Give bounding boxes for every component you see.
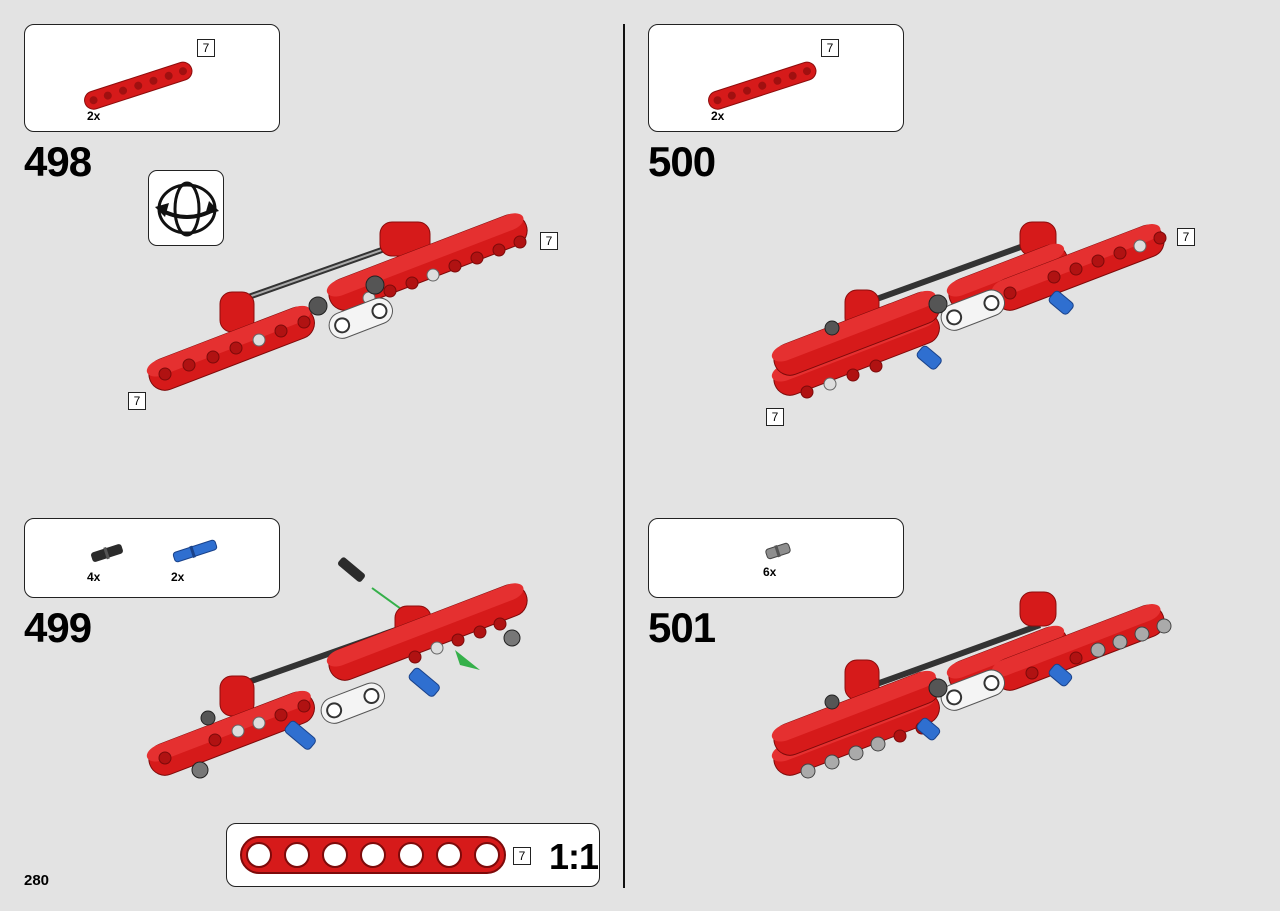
model-assembly-500 [771,221,1167,399]
rotate-model-box [148,170,224,246]
parts-callout-499: 4x 2x [24,518,280,598]
beam-hole [246,842,272,868]
part-length-tag: 7 [197,39,215,57]
rotate-icon [155,181,219,237]
beam-hole [474,842,500,868]
part-quantity: 2x [87,109,101,123]
part-quantity: 6x [763,565,777,579]
page-number: 280 [24,872,50,889]
scale-length-tag: 7 [513,847,531,865]
page-divider [623,24,625,888]
beam-hole [284,842,310,868]
step-number: 498 [24,138,92,185]
beam-hole [360,842,386,868]
red-beam-7-scale-icon [240,836,506,874]
parts-callout-498: 7 2x [24,24,280,132]
part-quantity: 2x [171,570,185,584]
part-length-tag: 7 [821,39,839,57]
black-pin-icon [91,544,123,562]
parts-callout-501: 6x [648,518,904,598]
model-assembly-498 [146,213,528,391]
beam-hole [436,842,462,868]
part-quantity: 4x [87,570,101,584]
red-beam-7-icon [84,61,193,110]
parts-callout-500: 7 2x [648,24,904,132]
blue-axle-pin-icon [172,539,218,563]
step-number: 501 [648,604,716,651]
grey-pin-icon [765,542,791,560]
red-beam-7-icon [708,61,817,110]
beam-hole [398,842,424,868]
beam-hole [322,842,348,868]
scale-label: 1:1 [549,836,599,877]
callout-length-tag: 7 [128,392,146,410]
scale-reference-box: 7 1:1 [226,823,600,887]
callout-length-tag: 7 [1177,228,1195,246]
model-assembly-499 [146,557,528,779]
part-quantity: 2x [711,109,725,123]
step-number: 499 [24,604,92,651]
model-assembly-501 [771,591,1172,779]
step-number: 500 [648,138,716,185]
callout-length-tag: 7 [540,232,558,250]
callout-length-tag: 7 [766,408,784,426]
